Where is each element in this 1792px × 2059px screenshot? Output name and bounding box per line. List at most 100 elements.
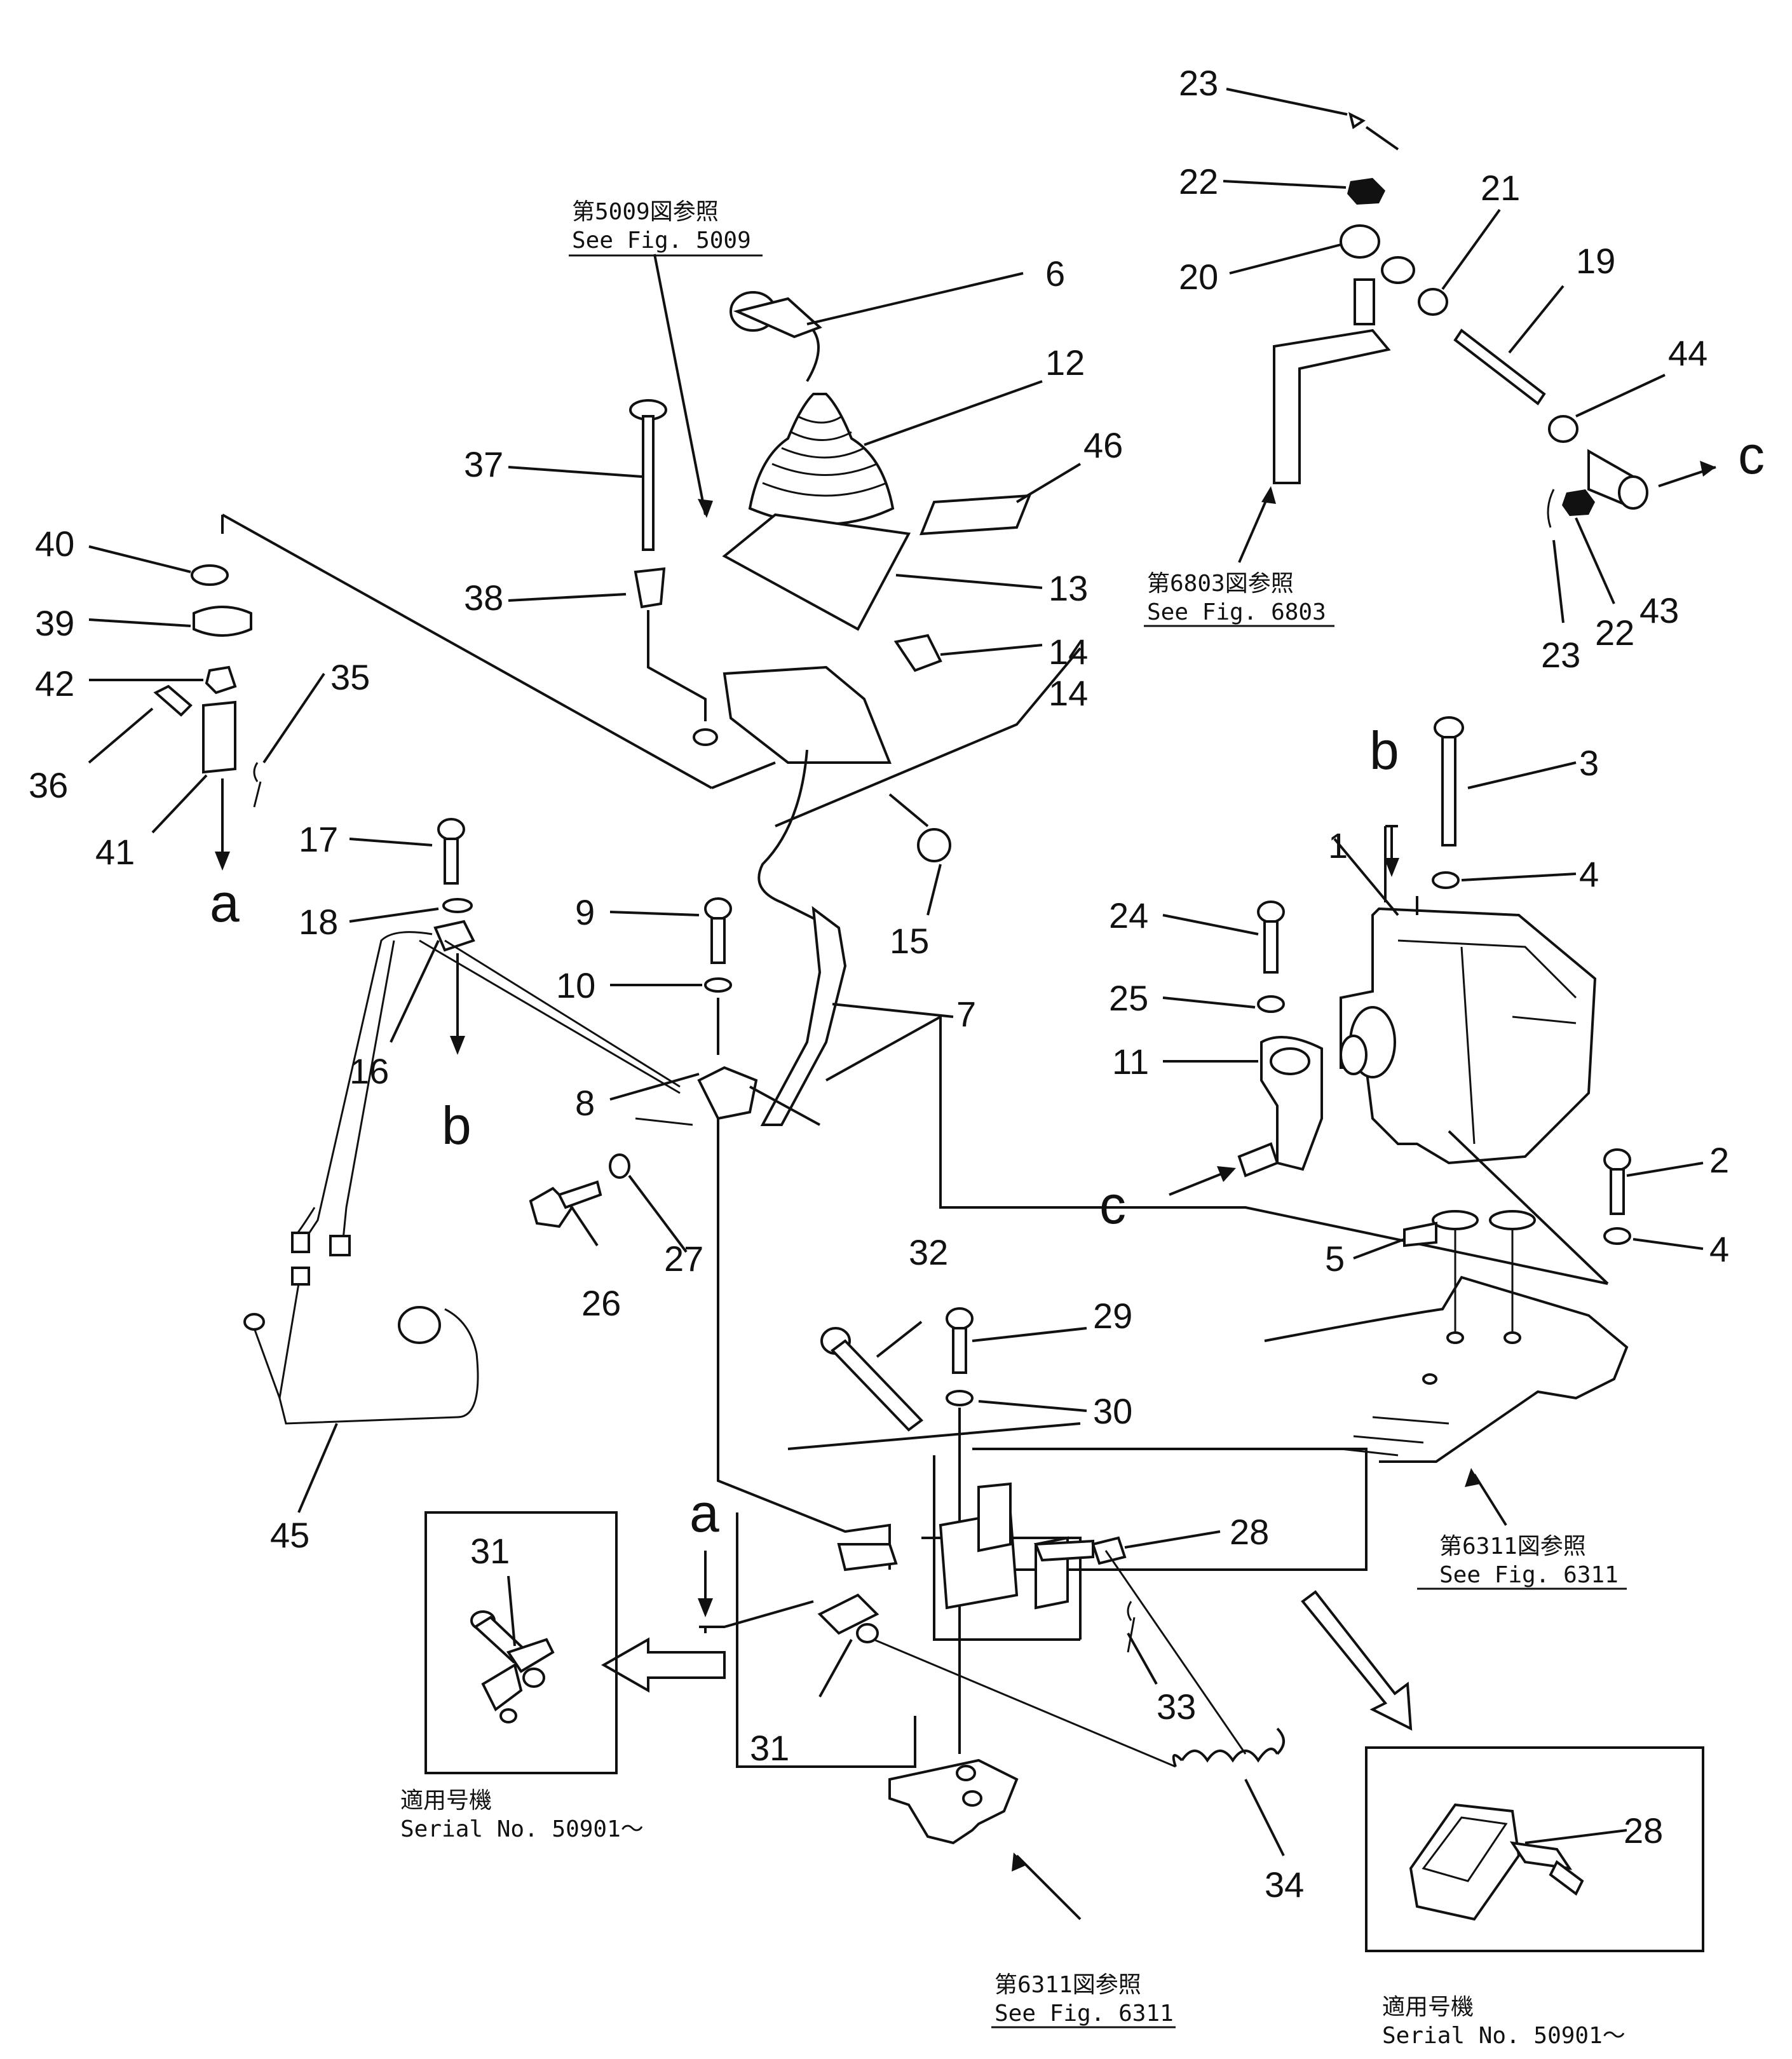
nut-42 — [205, 665, 237, 695]
callout-2: 2 — [1709, 1140, 1729, 1180]
ref-fig6803-jp: 第6803図参照 — [1147, 571, 1294, 597]
plate-13 — [722, 513, 911, 631]
clevis-41 — [202, 700, 236, 774]
connection-letter-b: b — [442, 1096, 472, 1155]
callout-38: 38 — [464, 578, 503, 618]
lever-8 — [697, 1066, 758, 1120]
bolt-17-head — [437, 818, 465, 841]
connection-letter-a: a — [210, 873, 240, 933]
leader-fig5009 — [653, 254, 707, 515]
callout-29: 29 — [1093, 1296, 1132, 1336]
connection-letters: a a b b c c — [210, 425, 1765, 1543]
connection-letter-a: a — [689, 1483, 719, 1543]
base-plate — [888, 1758, 1019, 1845]
bushing-38 — [634, 567, 666, 609]
o-ring-5 — [1432, 1210, 1479, 1230]
callout-25: 25 — [1109, 978, 1148, 1018]
callout-26: 26 — [581, 1283, 621, 1323]
reference-notes: 第5009図参照 See Fig. 5009 第6803図参照 See Fig.… — [400, 199, 1626, 2049]
boot-12 — [748, 393, 895, 526]
callout-28: 28 — [1624, 1811, 1663, 1851]
callout-31: 31 — [470, 1531, 510, 1571]
callout-21: 21 — [1481, 168, 1520, 208]
assembly-frame-lines — [221, 513, 1608, 1768]
control-lever-assembly — [508, 272, 1082, 916]
ref-fig6311-en: See Fig. 6311 — [994, 2001, 1174, 2027]
connection-letter-c: c — [1099, 1175, 1126, 1235]
plate-46 — [919, 494, 1032, 536]
callout-14: 14 — [1049, 673, 1088, 713]
callout-36: 36 — [29, 765, 68, 805]
callout-46: 46 — [1083, 425, 1123, 465]
pump-assembly — [1162, 716, 1704, 1526]
callout-15: 15 — [890, 921, 929, 961]
mounting-hardware — [529, 897, 732, 1253]
callout-23: 23 — [1179, 63, 1218, 103]
washer-18 — [442, 898, 473, 913]
nut-15 — [917, 828, 951, 862]
washer-25 — [1257, 995, 1285, 1013]
callout-5: 5 — [1325, 1239, 1345, 1279]
lever-31 — [837, 1543, 898, 1572]
bolt-9-head — [704, 897, 732, 920]
serial-note-jp: 適用号機 — [1382, 1994, 1474, 2020]
callout-24: 24 — [1109, 895, 1148, 935]
callout-39: 39 — [35, 603, 74, 643]
callout-37: 37 — [464, 444, 503, 484]
callout-43: 43 — [1639, 590, 1679, 630]
bolt-29-head — [946, 1307, 974, 1330]
callout-3: 3 — [1579, 743, 1599, 783]
arrow-to-right-inset — [1301, 1590, 1413, 1731]
turnbuckle-19 — [1453, 329, 1546, 405]
callout-17: 17 — [299, 819, 338, 859]
callout-40: 40 — [35, 524, 74, 564]
ref-fig6311-en: See Fig. 6311 — [1439, 1562, 1619, 1588]
washer-4 — [1432, 871, 1460, 889]
nut-21 — [1418, 288, 1448, 316]
callout-32: 32 — [909, 1232, 948, 1272]
serial-note-en: Serial No. 50901～ — [1382, 2023, 1626, 2049]
ref-fig6311-jp: 第6311図参照 — [1439, 1533, 1586, 1560]
serial-note-en: Serial No. 50901～ — [400, 1816, 644, 1842]
callout-27: 27 — [664, 1239, 703, 1279]
ref-fig6311-jp: 第6311図参照 — [994, 1972, 1141, 1998]
pin-clevis-parts — [88, 545, 325, 871]
callout-19: 19 — [1576, 241, 1615, 281]
arrow-to-left-inset — [601, 1637, 726, 1693]
rod-28 — [1091, 1536, 1127, 1565]
callout-4: 4 — [1579, 854, 1599, 894]
callout-35: 35 — [330, 657, 370, 697]
ref-fig5009-en: See Fig. 5009 — [572, 228, 751, 254]
callout-41: 41 — [95, 832, 135, 872]
callout-42: 42 — [35, 663, 74, 703]
washer-40 — [191, 564, 229, 586]
cable-7 — [757, 749, 820, 923]
callout-4: 4 — [1709, 1229, 1729, 1269]
callout-16: 16 — [350, 1051, 389, 1091]
inset-right-part — [1409, 1803, 1627, 1921]
washer-10 — [704, 977, 732, 993]
callout-11: 11 — [1112, 1042, 1149, 1082]
callout-12: 12 — [1045, 343, 1085, 383]
inset-left-part — [470, 1575, 555, 1723]
callout-22: 22 — [1595, 613, 1634, 653]
callout-10: 10 — [556, 965, 595, 1005]
rod-end-20 — [1340, 224, 1380, 259]
callout-22: 22 — [1179, 161, 1218, 201]
castle-nut-22b — [1562, 489, 1595, 516]
linkage-assembly — [1223, 88, 1716, 623]
bolt-14 — [893, 634, 942, 672]
bolt-24-head — [1257, 900, 1285, 923]
callout-labels: 1 2 3 4 4 5 6 7 8 9 10 11 12 13 14 14 15… — [29, 63, 1729, 1905]
callout-8: 8 — [575, 1083, 595, 1123]
lower-linkage-assembly — [601, 1307, 1413, 1920]
inset-right — [1365, 1746, 1704, 1952]
callout-45: 45 — [270, 1515, 309, 1555]
washer-30 — [946, 1390, 974, 1406]
callout-33: 33 — [1157, 1687, 1196, 1727]
callout-28: 28 — [1230, 1512, 1269, 1552]
washer-39 — [193, 606, 252, 637]
wire-harness — [243, 818, 681, 1513]
callout-34: 34 — [1265, 1865, 1304, 1905]
nut-44 — [1548, 415, 1578, 443]
